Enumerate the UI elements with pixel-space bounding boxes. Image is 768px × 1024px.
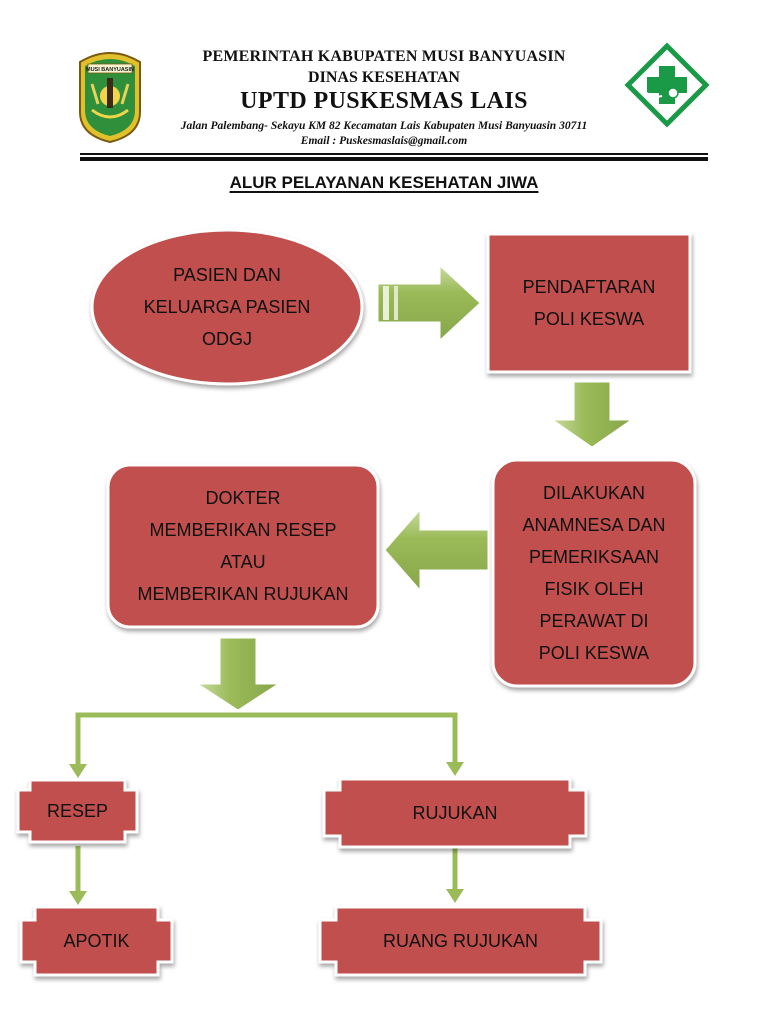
node-resep: RESEP — [18, 780, 137, 842]
node-anamnesa-shape — [491, 458, 697, 688]
arrowhead-ruang-rujukan — [446, 889, 464, 903]
node-apotik-shape — [19, 905, 174, 977]
header-divider-thin — [80, 153, 708, 155]
arrowhead-rujukan — [446, 762, 464, 776]
arrow-left-dokter — [384, 508, 489, 592]
node-rujukan: RUJUKAN — [324, 779, 586, 847]
page-title-text: ALUR PELAYANAN KESEHATAN JIWA — [229, 173, 539, 192]
node-apotik-label: APOTIK — [63, 931, 130, 951]
arrow-stripe — [394, 286, 398, 320]
node-pendaftaran: PENDAFTARAN POLI KESWA — [488, 234, 690, 372]
header-institution: UPTD PUSKESMAS LAIS — [240, 88, 528, 114]
branch-connector — [75, 712, 458, 768]
arrow-down-branch — [196, 637, 280, 711]
page-title: ALUR PELAYANAN KESEHATAN JIWA — [0, 173, 768, 193]
header-department: DINAS KESEHATAN — [308, 69, 460, 86]
puskesmas-logo-icon — [624, 42, 710, 128]
node-pasien-shape — [90, 228, 364, 386]
arrowhead-apotik — [69, 891, 87, 905]
header-government: PEMERINTAH KABUPATEN MUSI BANYUASIN — [202, 48, 566, 65]
node-rujukan-shape — [322, 777, 588, 849]
node-ruang-rujukan: RUANG RUJUKAN — [320, 907, 601, 975]
node-ruang-rujukan-shape — [318, 905, 603, 977]
kabupaten-emblem-icon: MUSI BANYUASIN — [79, 52, 141, 144]
node-dokter-label: DOKTER MEMBERIKAN RESEP ATAU MEMBERIKAN … — [137, 488, 349, 604]
header-email: Email : Puskesmaslais@gmail.com — [300, 135, 468, 147]
node-rujukan-label: RUJUKAN — [412, 803, 498, 823]
node-ruang-rujukan-label: RUANG RUJUKAN — [382, 931, 538, 951]
node-pendaftaran-label: PENDAFTARAN POLI KESWA — [522, 277, 656, 329]
header-divider-thick — [80, 157, 708, 161]
node-resep-label: RESEP — [46, 801, 109, 821]
node-resep-shape — [16, 778, 139, 844]
node-pendaftaran-shape — [486, 232, 692, 374]
arrow-right-pendaftaran — [377, 264, 481, 342]
node-anamnesa: DILAKUKAN ANAMNESA DAN PEMERIKSAAN FISIK… — [493, 460, 695, 686]
arrow-down-anamnesa — [551, 381, 633, 448]
node-dokter: DOKTER MEMBERIKAN RESEP ATAU MEMBERIKAN … — [108, 465, 378, 627]
arrowhead-resep — [69, 764, 87, 778]
node-apotik: APOTIK — [21, 907, 172, 975]
header-address: Jalan Palembang- Sekayu KM 82 Kecamatan … — [180, 120, 588, 132]
node-anamnesa-label: DILAKUKAN ANAMNESA DAN PEMERIKSAAN FISIK… — [522, 483, 666, 663]
node-pasien: PASIEN DAN KELUARGA PASIEN ODGJ — [100, 235, 354, 379]
arrow-stripe — [383, 286, 389, 320]
node-dokter-shape — [106, 463, 380, 629]
node-pasien-label: PASIEN DAN KELUARGA PASIEN ODGJ — [143, 265, 311, 349]
emblem-text: MUSI BANYUASIN — [86, 67, 134, 73]
